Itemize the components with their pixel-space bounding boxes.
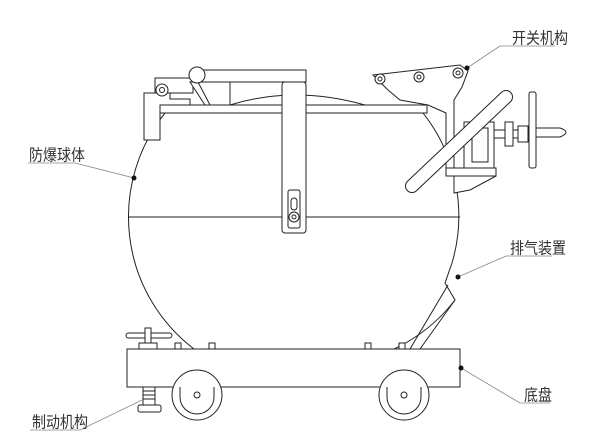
switch-mechanism (371, 64, 567, 194)
label-chassis: 底盘 (524, 386, 552, 405)
brake-mechanism (125, 327, 173, 413)
clamp-strap (188, 66, 307, 234)
label-explosion-proof-sphere: 防爆球体 (29, 146, 85, 165)
label-brake-mechanism: 制动机构 (32, 413, 88, 432)
label-switch-mechanism: 开关机构 (512, 29, 568, 48)
left-hinge-bracket (143, 77, 231, 141)
chassis (126, 342, 461, 421)
right-wheel (378, 369, 430, 421)
label-exhaust-device: 排气装置 (510, 239, 566, 258)
exhaust-device (409, 284, 456, 350)
left-wheel (171, 369, 223, 421)
leader-lines (28, 45, 555, 431)
bolts (174, 342, 406, 350)
